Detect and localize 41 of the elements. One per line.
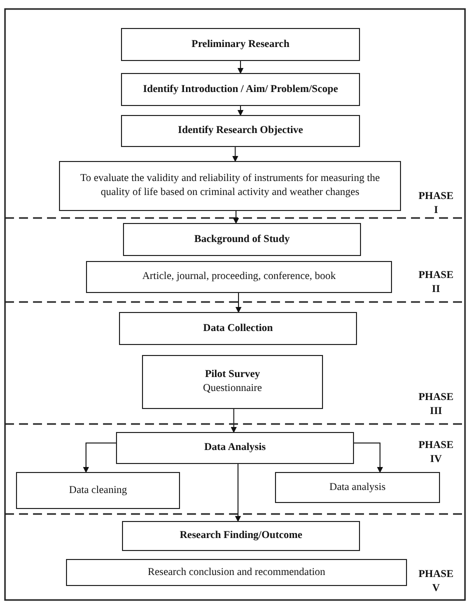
process-box — [121, 115, 360, 147]
process-box — [119, 312, 357, 345]
process-box — [122, 521, 360, 551]
box-text: Article, journal, proceeding, conference, book — [142, 270, 336, 284]
arrow — [235, 464, 241, 522]
arrow — [238, 106, 244, 116]
box-text: To evaluate the validity and reliability of instruments for measuring the quality of life based on criminal activity and weather changes — [79, 172, 381, 200]
phase-label: PHASE I — [417, 190, 454, 218]
box-text: Background of Study — [194, 232, 290, 246]
box-text: Data analysis — [329, 480, 386, 494]
process-box — [116, 432, 354, 464]
box-text: Preliminary Research — [192, 38, 290, 52]
process-box — [16, 472, 180, 509]
box-text: Data Analysis — [204, 441, 266, 455]
box-text: Questionnaire — [203, 382, 262, 396]
arrow — [232, 146, 238, 162]
arrow — [238, 60, 244, 74]
phase-label: PHASE IV — [417, 439, 454, 468]
box-text: Identify Research Objective — [178, 124, 304, 138]
box-text: Research conclusion and recommendation — [148, 566, 326, 580]
process-box — [121, 73, 360, 106]
process-box — [142, 355, 323, 409]
arrow — [83, 442, 116, 473]
process-box — [121, 28, 360, 61]
phase-label: PHASE II — [417, 269, 454, 298]
arrow — [236, 292, 242, 313]
arrow — [233, 210, 239, 224]
process-box — [275, 472, 440, 503]
process-box — [123, 223, 361, 256]
process-box — [59, 161, 401, 211]
process-box — [86, 261, 392, 293]
box-text: Data cleaning — [68, 484, 127, 498]
arrow — [230, 408, 237, 433]
process-box — [66, 559, 407, 586]
box-text: Research Finding/Outcome — [180, 529, 302, 543]
arrow — [354, 442, 383, 473]
phase-label: PHASE III — [417, 391, 454, 420]
phase-label: PHASE V — [417, 568, 454, 596]
box-text: Data Collection — [203, 322, 273, 336]
box-text: Pilot Survey — [204, 368, 260, 382]
box-text: Identify Introduction / Aim/ Problem/Scope — [142, 82, 338, 96]
